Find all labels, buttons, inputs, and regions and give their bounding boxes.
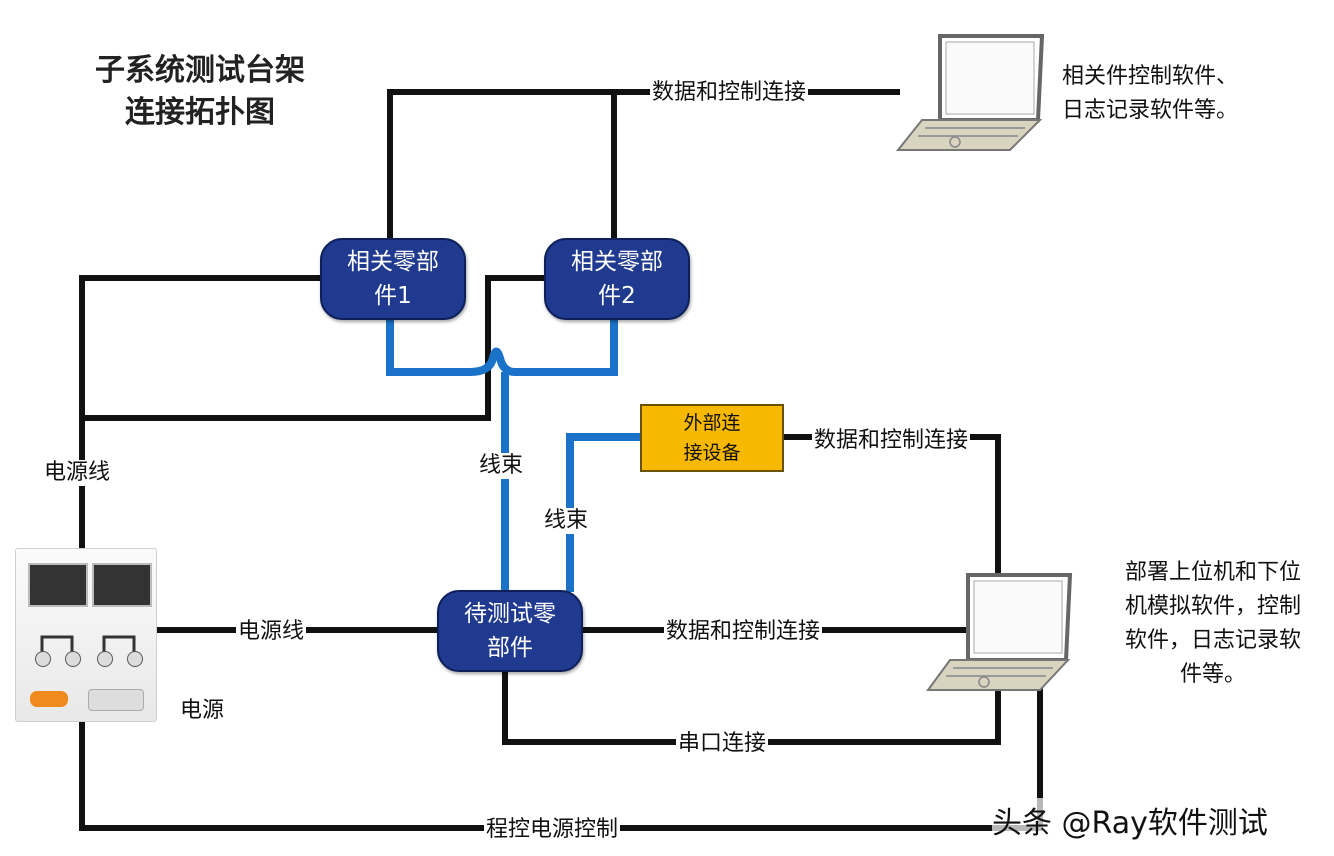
note-bottom-line4: 件等。 (1179, 662, 1246, 687)
label-data-control-top: 数据和控制连接 (650, 80, 809, 106)
psu-knob (127, 651, 143, 667)
wire-part1-left-power (79, 275, 320, 548)
laptop-top-icon (895, 34, 1045, 151)
node-part-1-line1: 相关零部 (347, 249, 439, 275)
laptop-bottom-icon (926, 573, 1073, 691)
psu-display-right (92, 563, 152, 607)
node-part-2-line2: 件2 (598, 283, 636, 309)
note-laptop-top: 相关件控制软件、 日志记录软件等。 (1062, 60, 1238, 128)
note-bottom-line3: 软件，日志记录软 (1124, 628, 1301, 653)
power-supply-icon (15, 548, 157, 722)
node-ext-line1: 外部连 (683, 412, 741, 434)
diagram-title: 子系统测试台架 连接拓扑图 (80, 50, 320, 134)
label-harness-1: 线束 (477, 453, 526, 479)
watermark: 头条 @Ray软件测试 (992, 798, 1268, 842)
note-bottom-line1: 部署上位机和下位 (1124, 560, 1301, 585)
note-top-line1: 相关件控制软件、 (1062, 64, 1239, 89)
psu-power-button (30, 691, 68, 707)
label-power-supply: 电源 (180, 698, 225, 723)
label-data-control-mid: 数据和控制连接 (664, 619, 823, 645)
wire-ext-data (782, 434, 1001, 578)
psu-display-left (28, 563, 88, 607)
wire-top-data (387, 89, 900, 240)
node-device-under-test: 待测试零 部件 (437, 590, 583, 672)
label-data-control-ext: 数据和控制连接 (812, 428, 971, 454)
label-harness-2: 线束 (542, 508, 591, 534)
harness-ext (566, 433, 642, 592)
node-ext-line2: 接设备 (683, 442, 741, 464)
node-part-2: 相关零部 件2 (544, 238, 690, 320)
note-bottom-line2: 机模拟软件，控制 (1124, 594, 1301, 619)
note-top-line2: 日志记录软件等。 (1062, 98, 1239, 123)
label-power-line-left: 电源线 (42, 460, 113, 486)
node-dut-line1: 待测试零 (464, 601, 556, 627)
title-line-1: 子系统测试台架 (95, 53, 305, 88)
psu-indicator-panel (88, 689, 144, 711)
psu-terminals-icon (40, 635, 136, 657)
label-prog-power: 程控电源控制 (484, 817, 621, 843)
node-external-device: 外部连 接设备 (640, 404, 784, 472)
title-line-2: 连接拓扑图 (125, 95, 275, 130)
psu-knob (97, 651, 113, 667)
label-power-line-mid: 电源线 (236, 619, 307, 645)
note-laptop-bottom: 部署上位机和下位 机模拟软件，控制 软件，日志记录软 件等。 (1100, 556, 1326, 692)
node-part-2-line1: 相关零部 (571, 249, 663, 275)
node-part-1-line2: 件1 (374, 283, 412, 309)
label-serial: 串口连接 (676, 731, 769, 757)
harness-part1 (386, 318, 618, 376)
psu-knob (35, 651, 51, 667)
node-dut-line2: 部件 (487, 635, 533, 661)
wire-part2-left (82, 275, 545, 421)
node-part-1: 相关零部 件1 (320, 238, 466, 320)
psu-knob (65, 651, 81, 667)
